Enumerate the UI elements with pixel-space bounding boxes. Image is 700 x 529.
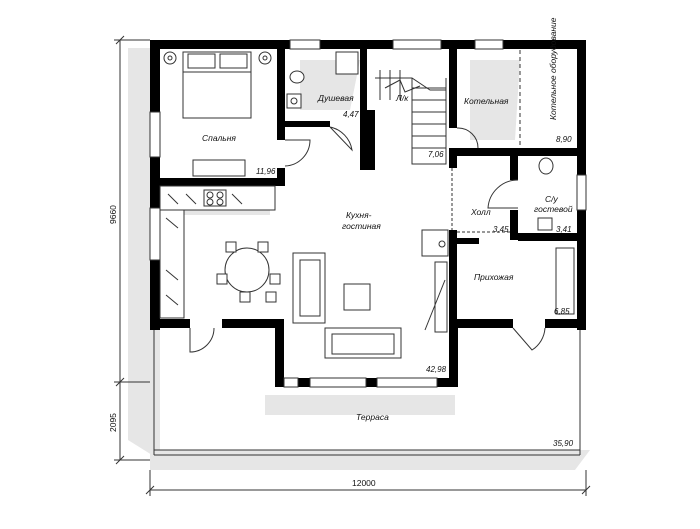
dimension-house-height: 9660 [108,205,118,224]
room-label-stairs: Л/к [395,93,409,103]
room-area-stairs: 7,06 [428,150,444,159]
dining-table [216,241,281,303]
room-label-guest-wc-2: гостевой [534,204,573,214]
room-label-kitchen-1: Кухня- [346,210,372,220]
room-label-bedroom: Спальня [202,133,236,143]
terrace-outline [153,325,581,456]
room-area-entry: 6,85 [554,307,570,316]
room-area-guest-wc: 3,41 [556,225,572,234]
room-label-boiler: Котельная [464,96,509,106]
room-label-shower: Душевая [317,93,354,103]
room-label-guest-wc-1: С/у [545,194,559,204]
room-label-kitchen-2: гостиная [342,221,381,231]
doors [189,126,546,353]
bed [163,51,272,177]
dimension-width: 12000 [352,478,376,488]
room-label-hall: Холл [470,207,491,217]
room-label-terrace: Терраса [356,412,389,422]
room-area-terrace: 35,90 [553,439,574,448]
windows [149,39,587,388]
room-area-hall: 3,45 [493,225,509,234]
room-area-boiler: 8,90 [556,135,572,144]
dimension-lines [114,35,591,496]
room-area-bedroom: 11,96 [256,167,276,176]
room-area-kitchen: 42,98 [426,365,447,374]
living-furniture [292,229,449,359]
entry-furniture [555,247,575,315]
shower-fixtures [286,51,359,109]
room-area-shower: 4,47 [343,110,359,119]
wc-fixtures [537,157,554,231]
kitchen-counter [159,185,276,319]
dimension-terrace-height: 2095 [108,413,118,432]
room-label-boiler-equipment: Котельное оборудование [548,17,558,120]
room-label-entry: Прихожая [474,272,514,282]
staircase [375,70,447,165]
